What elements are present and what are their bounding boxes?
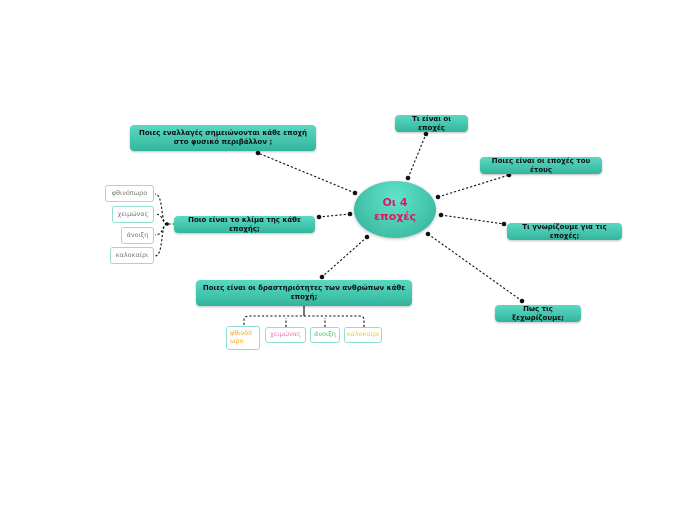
topic-changes[interactable]: Ποιες εναλλαγές σημειώνονται κάθε εποχή … — [130, 125, 316, 151]
connector-distinguish — [427, 233, 523, 302]
leaf-activity-spring[interactable]: άνοιξη — [310, 327, 340, 343]
topic-activities[interactable]: Ποιες είναι οι δραστηριότητες των ανθρώπ… — [196, 280, 412, 306]
leaf-activity-winter[interactable]: χειμώνας — [265, 327, 306, 343]
topic-distinguish[interactable]: Πως τις ξεχωρίζουμε; — [495, 305, 581, 322]
connector-know — [440, 214, 505, 225]
leaf-activity-summer[interactable]: καλοκαίρι — [344, 327, 382, 343]
connector-activities — [321, 236, 368, 278]
leaf-climate-summer[interactable]: καλοκαίρι — [110, 247, 154, 264]
central-topic-line1: Οι 4 — [382, 196, 408, 210]
topic-climate[interactable]: Ποιο είναι το κλίμα της κάθε εποχής; — [174, 216, 315, 233]
topic-seasons-of-year[interactable]: Ποιες είναι οι εποχές του έτους — [480, 157, 602, 174]
leaf-climate-winter[interactable]: χειμώνας — [112, 206, 154, 223]
central-topic[interactable]: Οι 4 εποχές — [354, 181, 436, 238]
connector-what — [407, 133, 427, 179]
connector-climate-leaves — [154, 193, 175, 257]
leaf-activity-autumn[interactable]: φθινόπ ωρο — [226, 326, 260, 350]
topic-what-are-seasons[interactable]: Τι είναι οι εποχές — [395, 115, 468, 132]
central-topic-line2: εποχές — [373, 209, 417, 223]
leaf-climate-spring[interactable]: άνοιξη — [121, 227, 154, 244]
connector-changes — [257, 152, 356, 194]
topic-what-we-know[interactable]: Τι γνωρίζουμε για τις εποχές; — [507, 223, 622, 240]
leaf-climate-autumn[interactable]: φθινόπωρο — [105, 185, 154, 202]
connector-climate — [318, 213, 351, 218]
connector-seasons-of-year — [437, 174, 510, 198]
